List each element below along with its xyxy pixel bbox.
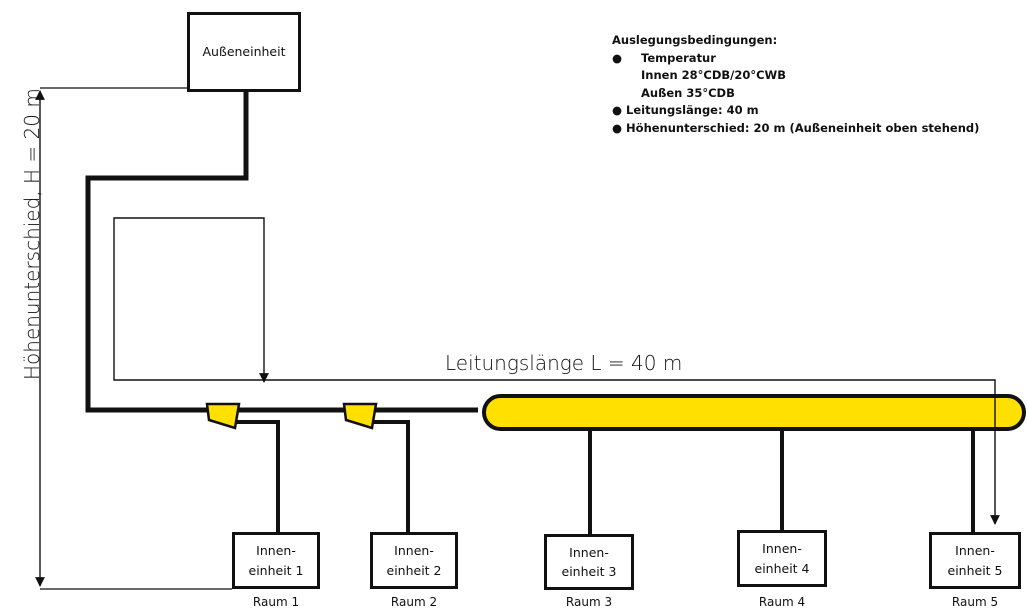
indoor-unit-2: Innen-einheit 2 <box>370 532 458 589</box>
indoor-unit-1: Innen-einheit 1 <box>232 532 320 589</box>
height-label: Höhenunterschied, H = 20 m <box>20 88 44 380</box>
indoor-unit-5: Innen-einheit 5 <box>929 532 1021 589</box>
main-pipe <box>85 92 478 413</box>
conditions-title: Auslegungsbedingungen: <box>612 33 778 47</box>
temperature-label: Temperatur <box>641 50 716 65</box>
pipe-length: Leitungslänge: 40 m <box>626 103 759 117</box>
indoor-unit-1-line1: Innen- <box>256 543 296 559</box>
conditions-temperature-outside: Außen 35°CDB <box>612 85 1024 103</box>
length-dimension-line <box>113 217 1000 525</box>
branch-pipe-2 <box>362 420 410 532</box>
room-label-5: Raum 5 <box>951 595 999 609</box>
indoor-unit-3: Innen-einheit 3 <box>544 534 634 590</box>
header-pipe <box>482 394 1026 431</box>
indoor-unit-3-line2: einheit 3 <box>561 564 617 579</box>
temperature-inside: Innen 28°CDB/20°CWB <box>641 68 786 82</box>
indoor-unit-3-line1: Innen- <box>569 544 609 560</box>
refnet-joint-1 <box>205 402 241 430</box>
indoor-unit-5-line1: Innen- <box>955 543 995 559</box>
branch-pipe-1 <box>226 420 280 532</box>
indoor-unit-5-line2: einheit 5 <box>947 562 1003 578</box>
conditions-temperature: ●Temperatur <box>612 50 716 65</box>
room-label-4: Raum 4 <box>758 595 806 609</box>
room-label-2: Raum 2 <box>390 595 438 609</box>
indoor-unit-4-line2: einheit 4 <box>754 560 810 576</box>
temperature-outside: Außen 35°CDB <box>641 85 735 100</box>
conditions-pipe-length: ● Leitungslänge: 40 m <box>612 103 759 117</box>
indoor-unit-4: Innen-einheit 4 <box>737 530 827 587</box>
outdoor-unit-label: Außeneinheit <box>202 44 286 60</box>
refnet-joint-2 <box>342 402 378 430</box>
indoor-unit-2-line2: einheit 2 <box>386 562 442 578</box>
design-conditions: Auslegungsbedingungen: ●Temperatur Innen… <box>612 32 1024 137</box>
indoor-unit-1-line2: einheit 1 <box>248 562 304 578</box>
length-label: Leitungslänge L = 40 m <box>445 351 683 375</box>
conditions-temperature-inside: Innen 28°CDB/20°CWB <box>612 67 1024 85</box>
indoor-unit-2-line1: Innen- <box>394 543 434 559</box>
room-label-1: Raum 1 <box>252 595 300 609</box>
outdoor-unit: Außeneinheit <box>187 12 301 92</box>
indoor-unit-4-line1: Innen- <box>762 541 802 557</box>
conditions-height-difference: ● Höhenunterschied: 20 m (Außeneinheit o… <box>612 120 980 135</box>
height-difference: Höhenunterschied: 20 m (Außeneinheit obe… <box>626 120 980 135</box>
room-label-3: Raum 3 <box>565 595 613 609</box>
